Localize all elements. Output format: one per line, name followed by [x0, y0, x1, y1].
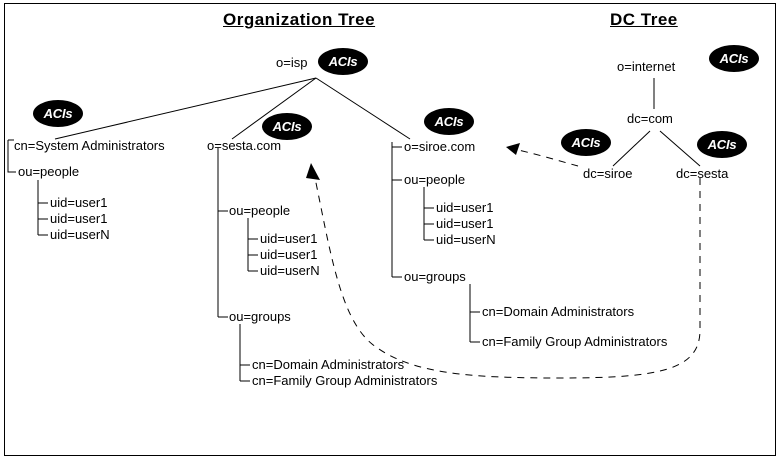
node-siroe-ou-people[interactable]: ou=people — [404, 172, 466, 187]
node-siroe-uid-usern[interactable]: uid=userN — [436, 232, 496, 247]
aci-badge-dc-sesta[interactable]: ACIs — [697, 131, 747, 158]
node-dc-com[interactable]: dc=com — [627, 111, 673, 126]
node-siroe-cn-family-group-administrators[interactable]: cn=Family Group Administrators — [482, 334, 668, 349]
aci-badge-o-internet[interactable]: ACIs — [709, 45, 759, 72]
node-sesta-ou-groups[interactable]: ou=groups — [229, 309, 291, 324]
node-dc-sesta[interactable]: dc=sesta — [676, 166, 729, 181]
node-siroe-cn-domain-administrators[interactable]: cn=Domain Administrators — [482, 304, 635, 319]
node-siroe-uid-user1-a[interactable]: uid=user1 — [436, 200, 494, 215]
node-o-sesta-com[interactable]: o=sesta.com — [207, 138, 282, 153]
aci-badge-o-isp[interactable]: ACIs — [318, 48, 368, 75]
node-o-isp[interactable]: o=isp — [276, 55, 308, 70]
aci-badge-cn-system-administrators[interactable]: ACIs — [33, 100, 83, 127]
aci-badge-o-sesta-com[interactable]: ACIs — [262, 113, 312, 140]
node-dc-siroe[interactable]: dc=siroe — [583, 166, 633, 181]
node-sesta-uid-user1-a[interactable]: uid=user1 — [260, 231, 318, 246]
node-sysadmin-uid-user1-a[interactable]: uid=user1 — [50, 195, 108, 210]
node-sesta-cn-family-group-administrators[interactable]: cn=Family Group Administrators — [252, 373, 438, 388]
node-siroe-uid-user1-b[interactable]: uid=user1 — [436, 216, 494, 231]
node-sesta-cn-domain-administrators[interactable]: cn=Domain Administrators — [252, 357, 405, 372]
page-title-organization-tree: Organization Tree — [223, 10, 376, 29]
node-siroe-ou-groups[interactable]: ou=groups — [404, 269, 466, 284]
node-o-siroe-com[interactable]: o=siroe.com — [404, 139, 476, 154]
node-sesta-ou-people[interactable]: ou=people — [229, 203, 291, 218]
node-sesta-uid-usern[interactable]: uid=userN — [260, 263, 320, 278]
node-o-internet[interactable]: o=internet — [617, 59, 676, 74]
node-sesta-uid-user1-b[interactable]: uid=user1 — [260, 247, 318, 262]
page-title-dc-tree: DC Tree — [610, 10, 678, 29]
node-sysadmin-uid-usern[interactable]: uid=userN — [50, 227, 110, 242]
node-sysadmin-ou-people[interactable]: ou=people — [18, 164, 80, 179]
aci-badge-o-siroe-com[interactable]: ACIs — [424, 108, 474, 135]
diagram-border — [4, 3, 776, 456]
node-cn-system-administrators[interactable]: cn=System Administrators — [14, 138, 165, 153]
aci-badge-dc-siroe[interactable]: ACIs — [561, 129, 611, 156]
node-sysadmin-uid-user1-b[interactable]: uid=user1 — [50, 211, 108, 226]
